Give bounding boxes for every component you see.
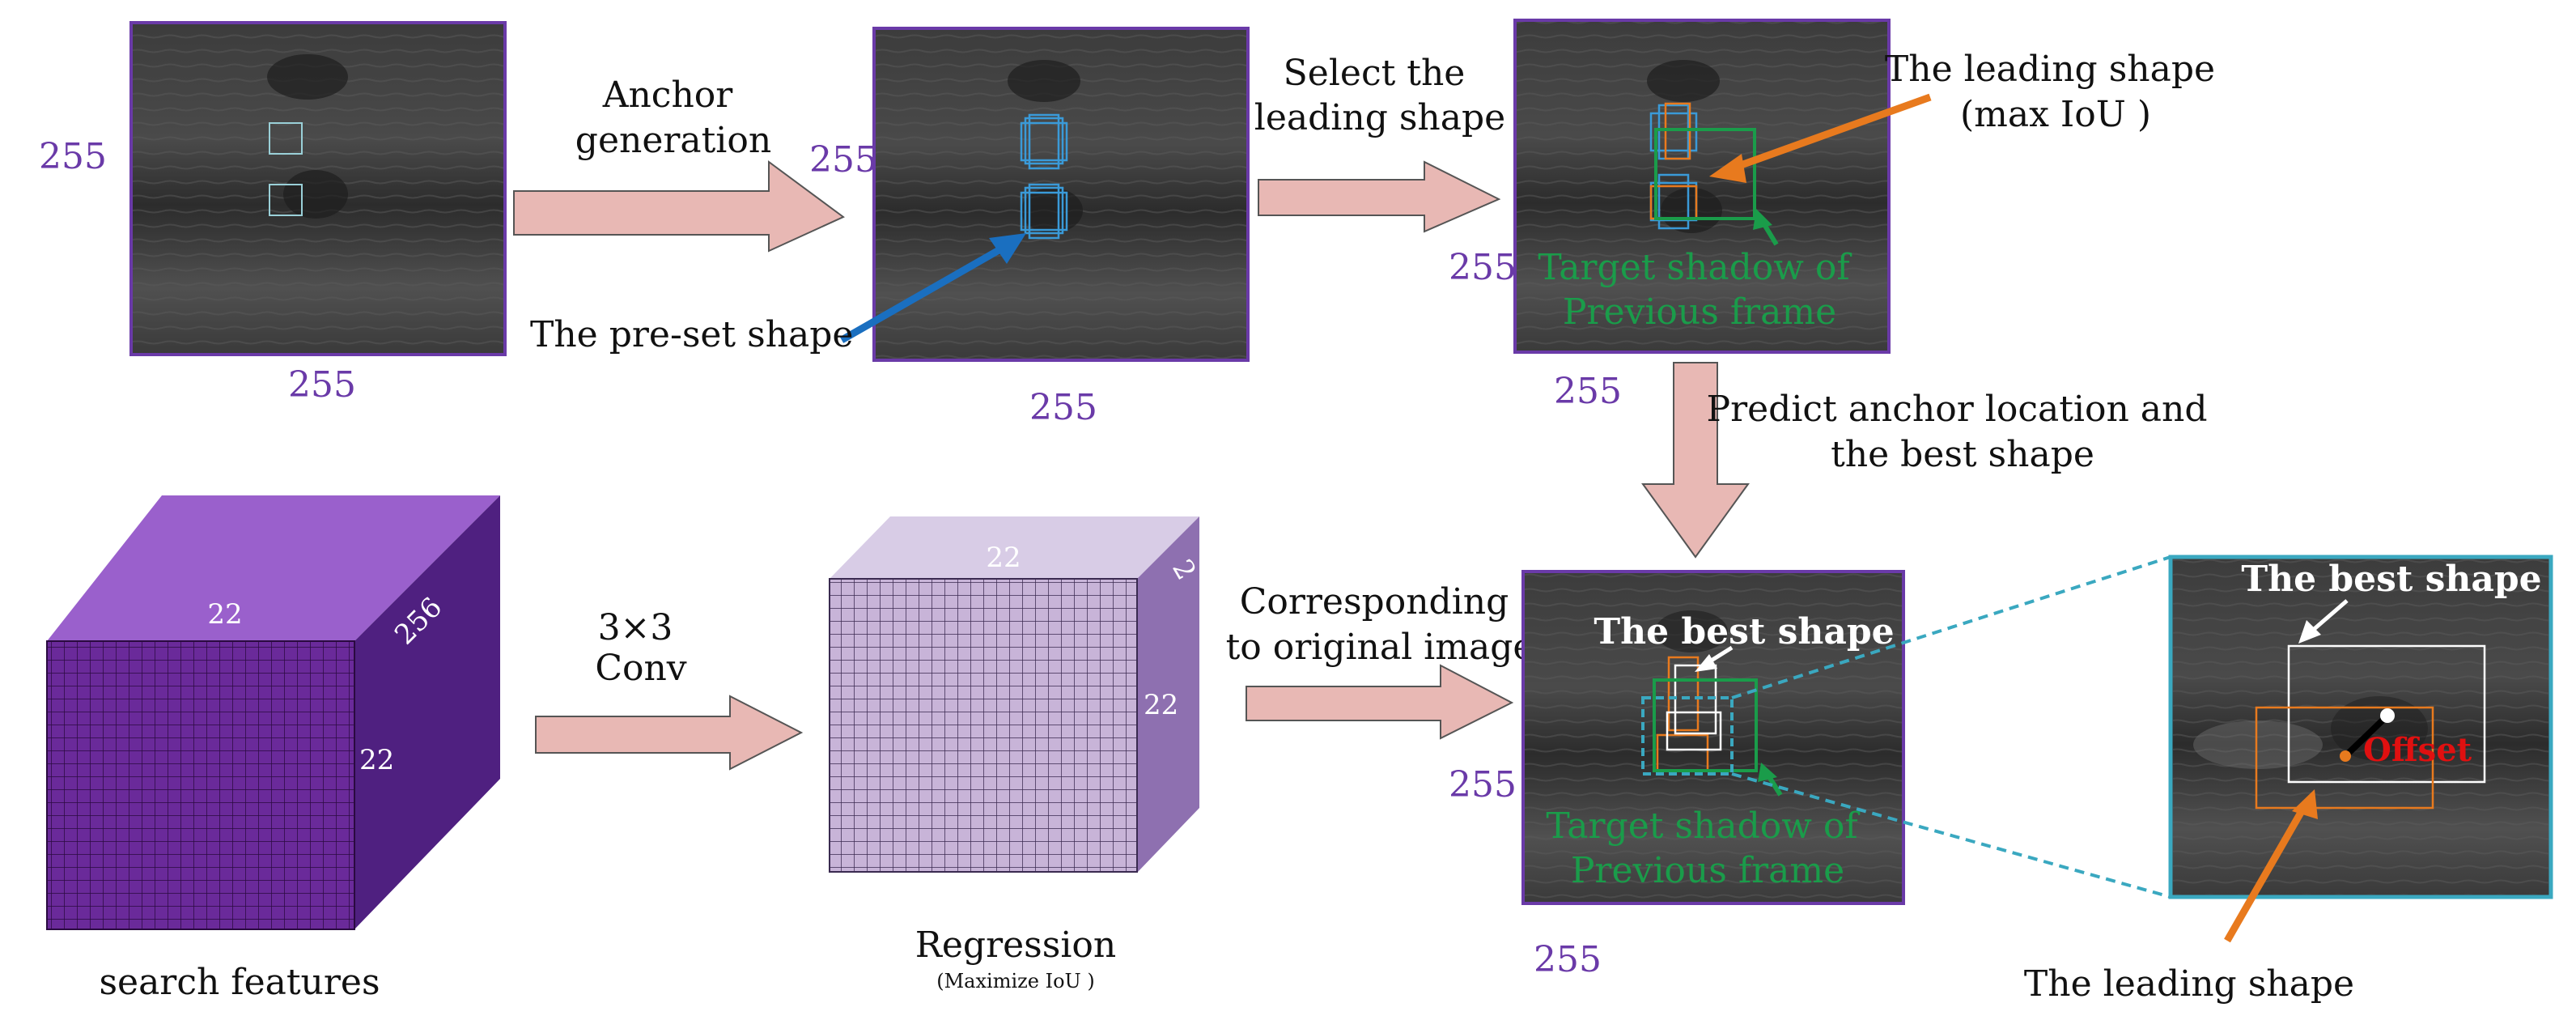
img2-height-label: 255 <box>809 139 877 181</box>
arrow-conv <box>535 695 804 771</box>
leading-shape-bottom-label: The leading shape <box>2024 963 2354 1005</box>
target-shadow-label-bottom: Target shadow of Previous frame <box>1546 805 1869 891</box>
img2-width-label: 255 <box>1029 387 1097 428</box>
offset-vector <box>2343 713 2390 759</box>
zoom-leading-pointer <box>2224 803 2308 943</box>
predict-label: Predict anchor location and the best sha… <box>1706 389 2218 475</box>
conv-label: 3×3 Conv <box>595 607 686 689</box>
arrow-corresponding <box>1246 664 1514 740</box>
arrow-predict-anchor <box>1641 362 1750 559</box>
regression-cube-height: 22 <box>1144 689 1178 721</box>
regression-cube: 22 2 22 <box>829 516 1203 873</box>
select-leading-label: Select the leading shape <box>1254 53 1505 138</box>
search-features-label: search features <box>99 962 380 1003</box>
regression-sub-label: (Maximize IoU ) <box>936 970 1095 992</box>
zoomed-image <box>2168 555 2553 899</box>
img1-height-label: 255 <box>39 136 107 177</box>
img3-width-label: 255 <box>1554 371 1622 412</box>
zoom-region-box <box>1641 696 1734 776</box>
best-shape-label: The best shape <box>1594 611 1894 652</box>
leading-shape-max-label: The leading shape (max IoU ) <box>1885 49 2226 135</box>
zoom-connector-bottom <box>1731 772 2171 899</box>
search-features-cube: 22 256 22 <box>46 495 500 930</box>
arrow-anchor-generation <box>513 160 845 253</box>
input-image-3 <box>1513 19 1891 354</box>
target-shadow-box <box>1654 128 1756 220</box>
search-cube-width: 22 <box>207 598 242 631</box>
regression-cube-width: 22 <box>986 542 1021 574</box>
preset-shape-pointer-head <box>989 233 1026 264</box>
regression-label: Regression <box>915 924 1116 966</box>
offset-label: Offset <box>2363 731 2472 769</box>
anchor-generation-label: Anchor generation <box>575 74 771 161</box>
zoom-best-shape-box <box>2287 644 2486 784</box>
corresponding-label: Corresponding to original image <box>1226 581 1534 668</box>
target-shadow-label-top: Target shadow of Previous frame <box>1538 247 1861 333</box>
arrow-select-leading-shape <box>1258 160 1501 233</box>
anchor-set-top <box>1020 113 1068 170</box>
zoom-leading-shape-box <box>2255 706 2434 810</box>
search-cube-height: 22 <box>359 744 394 776</box>
preset-shape-pointer <box>839 240 1014 343</box>
zoom-best-shape-label: The best shape <box>2241 559 2541 600</box>
leading-shape-pointer <box>1730 93 1932 172</box>
input-image-1 <box>129 21 507 356</box>
input-image-2 <box>872 27 1250 362</box>
img3-height-label: 255 <box>1449 247 1517 288</box>
img1-width-label: 255 <box>288 364 356 406</box>
anchor-set-bottom <box>1020 183 1068 240</box>
img4-width-label: 255 <box>1534 939 1602 980</box>
img4-height-label: 255 <box>1449 764 1517 805</box>
zoom-connector-top <box>1731 555 2171 699</box>
output-image <box>1521 570 1905 905</box>
preset-shape-label: The pre-set shape <box>530 314 853 355</box>
